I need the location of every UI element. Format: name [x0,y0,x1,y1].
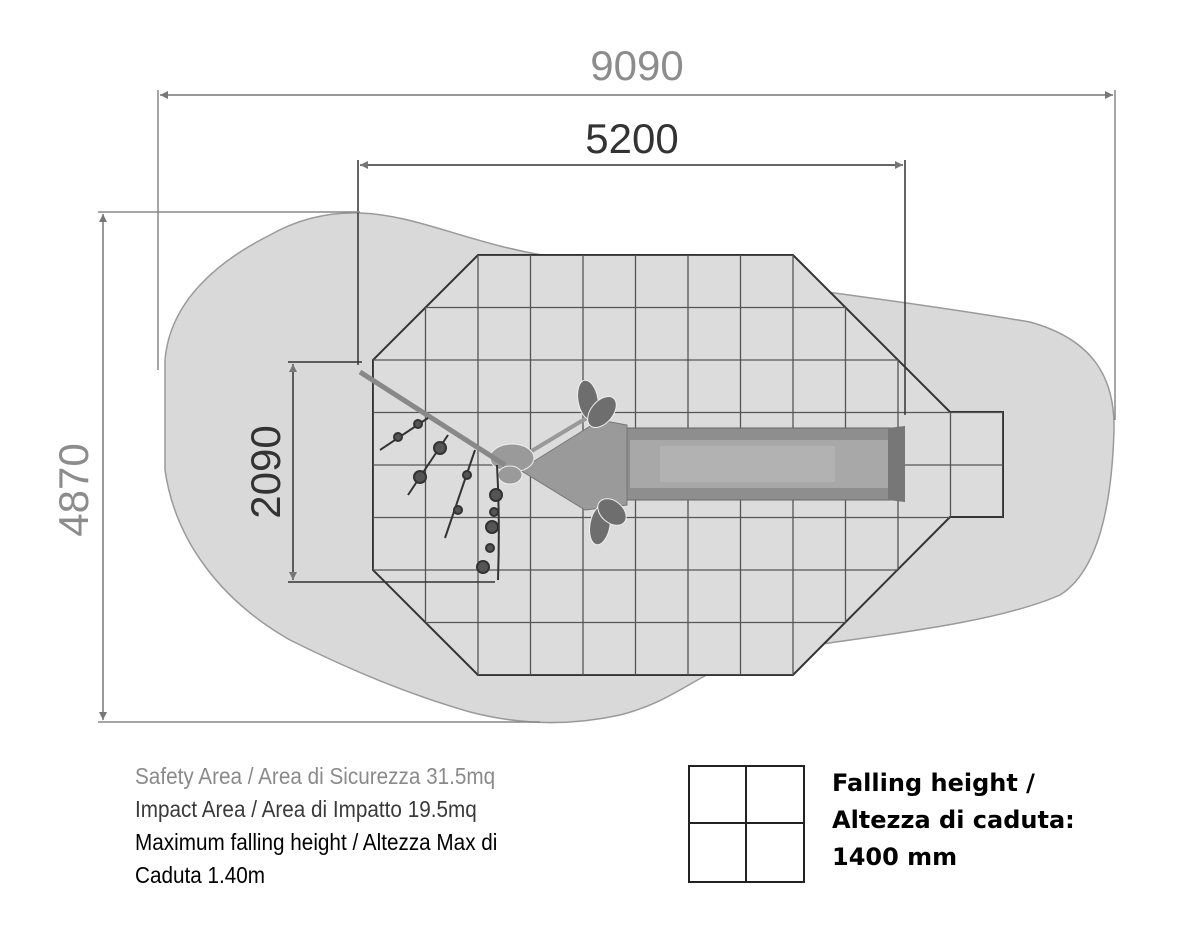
dimension-label-4870: 4870 [50,443,97,536]
max-falling-height-text-2: Caduta 1.40m [135,862,266,888]
dimension-label-9090: 9090 [590,42,683,89]
dimension-label-5200: 5200 [585,115,678,162]
falling-height-line3: 1400 mm [832,843,958,871]
dimension-label-2090: 2090 [242,425,289,518]
leaf-decoration [489,379,627,546]
dimension-equipment-width: 5200 [357,115,906,415]
slide [624,426,905,502]
safety-area-text: Safety Area / Area di Sicurezza 31.5mq [135,763,496,789]
area-legend: Safety Area / Area di Sicurezza 31.5mq I… [135,760,497,892]
dimension-total-depth: 4870 [50,211,540,723]
impact-area-text: Impact Area / Area di Impatto 19.5mq [135,796,477,822]
falling-height-line2: Altezza di caduta: [832,806,1075,834]
climbing-branch [358,369,507,581]
falling-height-line1: Falling height / [832,769,1035,797]
max-falling-height-text: Maximum falling height / Altezza Max di [135,829,498,855]
falling-height-legend-symbol [688,765,805,883]
dimension-equipment-depth: 2090 [242,361,495,583]
platform [519,419,628,511]
dimension-total-width: 9090 [157,42,1116,420]
falling-height-text: Falling height / Altezza di caduta: 1400… [832,765,1075,876]
